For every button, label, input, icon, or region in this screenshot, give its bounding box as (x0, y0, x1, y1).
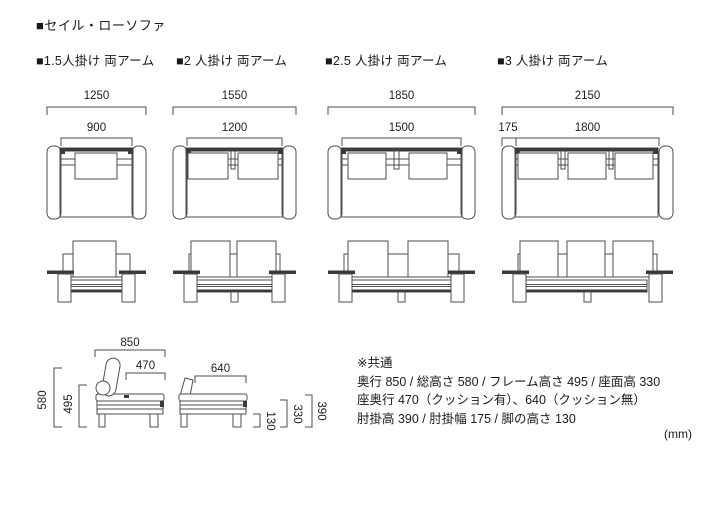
variant-header-2-seater: ■2 人掛け 両アーム (176, 54, 288, 68)
common-specs-line-3: 肘掛高 390 / 肘掛幅 175 / 脚の高さ 130 (357, 411, 576, 426)
armrest (173, 270, 200, 274)
dimensions-3-seater: 2150 175 1800 (498, 90, 674, 146)
leg (183, 273, 198, 303)
armrest (47, 270, 74, 274)
dim-inner-width-1-5: 900 (87, 122, 106, 134)
front-view-2-5-seater (328, 240, 475, 303)
dimensions-2-5-seater: 1850 1500 (327, 90, 476, 146)
armrest (269, 270, 296, 274)
back-cushion (407, 240, 449, 278)
back-cushion (566, 240, 606, 278)
front-view-3-seater (502, 240, 673, 303)
top-view-1-5-seater (46, 145, 147, 220)
front-view-2-seater (173, 240, 296, 303)
back-cushion (517, 152, 559, 180)
armrest (448, 270, 475, 274)
top-view-2-seater (172, 145, 297, 220)
armrest (646, 270, 673, 274)
top-view-3-seater (501, 145, 674, 220)
page-title: ■セイル・ローソファ (36, 18, 166, 33)
center-leg (230, 291, 239, 303)
leg (180, 413, 188, 428)
common-specs-heading: ※共通 (357, 356, 393, 370)
back-cushion (74, 152, 118, 180)
dim-arm-width-3: 175 (498, 122, 517, 134)
leg (648, 273, 663, 303)
variant-header-1-5-seater: ■1.5人掛け 両アーム (36, 54, 155, 68)
back-cushion (408, 152, 448, 180)
back-cushion (72, 240, 117, 278)
dim-total-height: 580 (37, 390, 49, 409)
top-view-2-5-seater (327, 145, 476, 220)
leg (121, 273, 136, 303)
common-specs-line-1: 奥行 850 / 総高さ 580 / フレーム高さ 495 / 座面高 330 (357, 374, 661, 389)
armrest (502, 270, 529, 274)
dim-overall-width-3: 2150 (575, 90, 601, 102)
back-cushion (614, 152, 654, 180)
dim-frame-height: 495 (63, 394, 75, 413)
dim-overall-width-1-5: 1250 (84, 90, 110, 102)
dim-overall-width-2-5: 1850 (389, 90, 415, 102)
dim-depth: 850 (120, 337, 139, 349)
common-specs: ※共通 奥行 850 / 総高さ 580 / フレーム高さ 495 / 座面高 … (357, 354, 660, 428)
back-cushion (347, 152, 387, 180)
leg (338, 273, 353, 303)
dim-seat-depth-bare: 640 (211, 363, 230, 375)
armrest (328, 270, 355, 274)
front-view-1-5-seater (47, 240, 146, 303)
armrest (119, 270, 146, 274)
dim-overall-width-2: 1550 (222, 90, 248, 102)
dim-inner-width-2-5: 1500 (389, 122, 415, 134)
unit-label: (mm) (664, 427, 692, 441)
leg (149, 413, 159, 428)
armrest (178, 393, 248, 402)
leg (271, 273, 286, 303)
back-cushion (187, 152, 229, 180)
dim-armrest-height: 390 (315, 401, 327, 420)
side-view-without-cushion: 640 130 330 390 (178, 363, 327, 431)
dim-inner-width-2: 1200 (222, 122, 248, 134)
side-view-with-cushion: 850 470 580 495 (37, 337, 166, 428)
lumbar-pillow (95, 380, 111, 396)
leg (232, 413, 242, 428)
variant-header-2-5-seater: ■2.5 人掛け 両アーム (325, 54, 448, 68)
center-leg (397, 291, 406, 303)
backrest-board (179, 377, 194, 397)
dim-leg-height: 130 (264, 411, 276, 430)
dim-seat-height: 330 (291, 404, 303, 423)
dim-inner-width-3: 1800 (575, 122, 601, 134)
leg (98, 413, 106, 428)
leg (450, 273, 465, 303)
variant-header-3-seater: ■3 人掛け 両アーム (497, 54, 609, 68)
leg (57, 273, 72, 303)
dimensions-2-seater: 1550 1200 (172, 90, 297, 146)
dim-seat-depth-cushion: 470 (136, 360, 155, 372)
back-cushion (567, 152, 607, 180)
center-leg (583, 291, 592, 303)
dimensions-1-5-seater: 1250 900 (46, 90, 147, 146)
common-specs-line-2: 座奥行 470（クッション有）、640（クッション無） (357, 393, 646, 407)
back-cushion (237, 152, 279, 180)
leg (512, 273, 527, 303)
